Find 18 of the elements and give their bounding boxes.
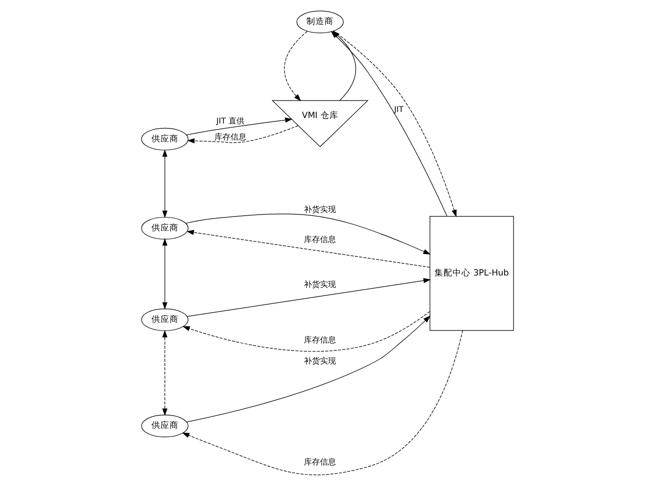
node-ellipse: 供应商 [140,414,188,438]
arrow [284,31,308,102]
node-ellipse: 供应商 [140,128,188,150]
node-ellipse: 供应商 [140,216,188,240]
arrow [162,149,167,218]
arrow [162,330,167,416]
node-ellipse: 供应商 [140,308,188,332]
arrow [186,118,292,136]
arrow [185,214,430,255]
node-ellipse: 制造商 [296,10,344,34]
arrow [186,278,430,317]
node-box: 集配中心 3PL-Hub [429,216,514,331]
arrow [162,238,167,310]
arrow [182,311,430,352]
arrow [186,230,430,268]
arrow [182,330,462,476]
arrow [186,316,430,422]
arrow [186,125,298,144]
